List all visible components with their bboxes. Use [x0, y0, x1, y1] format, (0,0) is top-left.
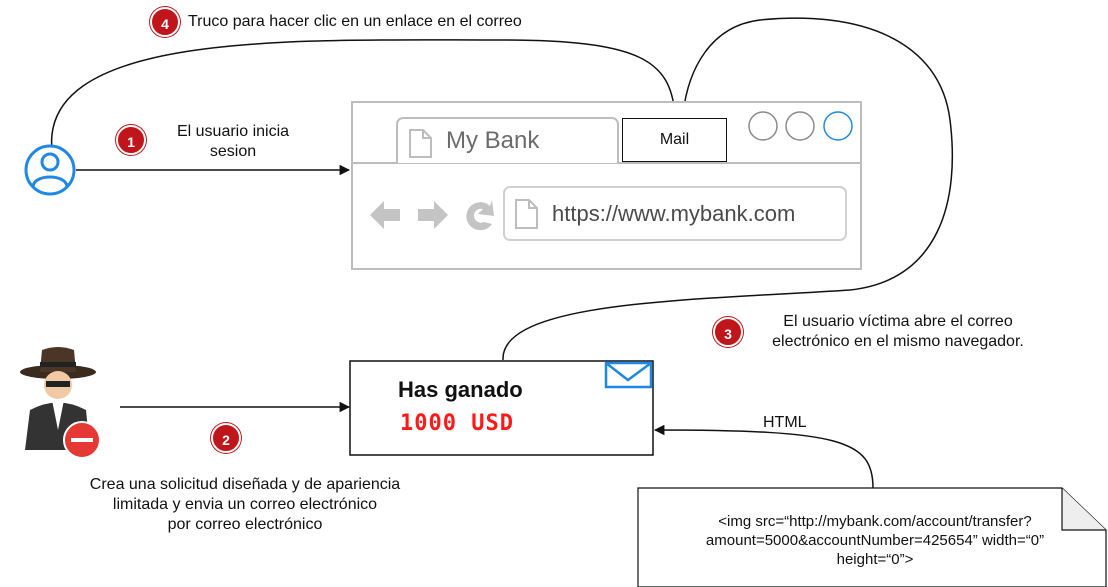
mail-tab[interactable]: Mail	[622, 118, 727, 162]
step-1-badge: 1	[116, 125, 146, 155]
step-2-label-line-2: limitada y envia un correo electrónico	[112, 496, 378, 513]
html-label: HTML	[763, 414, 807, 431]
email-title: Has ganado	[398, 377, 523, 402]
step-1-label-line-2: sesion	[209, 143, 257, 160]
step-2-label-line-1: Crea una solicitud diseñada y de aparien…	[89, 476, 401, 493]
html-code-line-2: amount=5000&accountNumber=425654” width=…	[705, 532, 1045, 549]
step-3-badge: 3	[713, 317, 743, 347]
step-3-label-line-2: electrónico en el mismo navegador.	[772, 333, 1024, 350]
browser-tab-title[interactable]: My Bank	[446, 127, 540, 154]
window-button-1-icon	[748, 111, 778, 141]
user-icon	[24, 144, 76, 196]
email-amount: 1000 USD	[400, 411, 514, 436]
html-code-line-3: height=“0”>	[836, 551, 914, 568]
arrow-user-to-mail	[51, 39, 680, 151]
refresh-icon	[466, 200, 494, 231]
envelope-icon	[604, 361, 653, 389]
window-button-3-icon	[823, 111, 853, 141]
attacker-icon	[20, 347, 101, 459]
tab-page-icon	[409, 129, 432, 158]
html-document	[637, 487, 1107, 587]
url-bar-text[interactable]: https://www.mybank.com	[552, 201, 796, 226]
step-3-label: El usuario víctima abre el correo electr…	[738, 312, 1058, 352]
arrow-html-to-email	[653, 424, 874, 489]
browser-window	[351, 101, 862, 270]
html-code: <img src=“http://mybank.com/account/tran…	[640, 512, 1108, 569]
step-2-label-line-3: por correo electrónico	[167, 516, 323, 533]
step-3-label-line-1: El usuario víctima abre el correo	[783, 313, 1013, 330]
step-4-label: Truco para hacer clic en un enlace en el…	[188, 13, 522, 30]
arrow-email-to-mail	[502, 17, 954, 361]
html-code-line-1: <img src=“http://mybank.com/account/tran…	[718, 513, 1032, 530]
back-arrow-icon	[370, 201, 400, 229]
step-4-badge: 4	[150, 7, 180, 37]
step-2-badge: 2	[211, 423, 241, 453]
url-page-icon	[515, 199, 538, 229]
step-1-label: El usuario inicia sesion	[160, 122, 306, 162]
forward-arrow-icon	[418, 201, 448, 229]
step-1-label-line-1: El usuario inicia	[176, 123, 290, 140]
email-box	[349, 360, 654, 456]
step-2-label: Crea una solicitud diseñada y de aparien…	[30, 475, 460, 535]
window-button-2-icon	[785, 111, 815, 141]
